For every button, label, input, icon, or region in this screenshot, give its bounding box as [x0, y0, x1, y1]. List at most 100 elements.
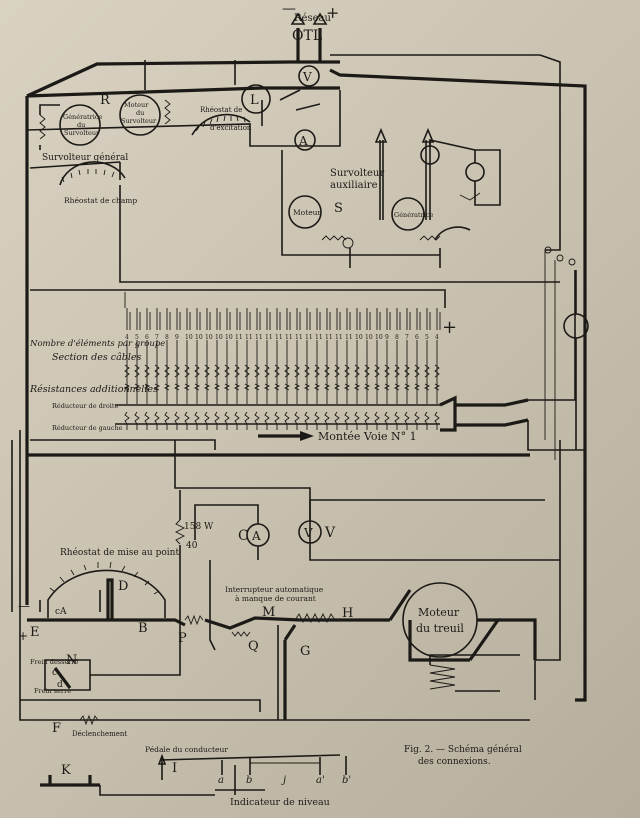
- battery-cell-column: 10: [183, 308, 193, 430]
- minus-left: —: [18, 599, 30, 613]
- letter-h: H: [342, 606, 353, 621]
- letter-b-lower: b: [246, 775, 252, 786]
- meters-top: L V A: [241, 65, 321, 151]
- montee-voie: Montée Voie N° 1: [318, 430, 417, 443]
- setting-rheostat: Rhéostat de mise au point D cA B: [27, 547, 186, 636]
- cell-count: 10: [195, 334, 203, 341]
- battery-cell-column: 10: [373, 308, 383, 430]
- letter-c-small: c: [52, 668, 57, 678]
- battery-plus: +: [442, 317, 457, 338]
- cell-count: 10: [205, 334, 213, 341]
- general-booster: Survolteur général Rhéostat de champ: [29, 152, 137, 205]
- battery-cell-column: 11: [263, 308, 273, 430]
- caption-line1: Fig. 2. — Schéma général: [404, 744, 522, 755]
- letter-ca: cA: [55, 607, 67, 617]
- reseau-plus: +: [326, 3, 339, 22]
- cell-count: 10: [365, 334, 373, 341]
- caption-line2: des connexions.: [418, 757, 491, 767]
- letter-a: A: [298, 134, 308, 148]
- cell-count: 11: [345, 334, 353, 341]
- battery-cell-column: 11: [303, 308, 313, 430]
- generatrice-line1: Génératrice: [63, 113, 102, 121]
- otl-label: OTL: [292, 28, 322, 44]
- battery-cell-column: 11: [283, 308, 293, 430]
- main-frame: [25, 54, 587, 702]
- pedale: Pédale du conducteur: [145, 745, 228, 754]
- letter-c: C: [238, 528, 249, 544]
- battery-cell-column: 9: [383, 308, 391, 430]
- letter-b-prime: b': [342, 775, 351, 786]
- cell-count: 11: [235, 334, 243, 341]
- battery-cell-column: 8: [393, 308, 401, 430]
- plus-left: +: [18, 629, 28, 643]
- section-cables: Section des câbles: [52, 352, 141, 363]
- generatrice-line2: du: [77, 121, 85, 129]
- battery-cell-column: 11: [253, 308, 263, 430]
- cell-count: 6: [415, 334, 419, 341]
- battery-cell-column: 5: [423, 308, 431, 430]
- letter-i: I: [172, 761, 177, 776]
- interrupteur-line1: Interrupteur automatique: [225, 585, 324, 594]
- battery-cell-column: 11: [313, 308, 323, 430]
- nombre-elements: Nombre d'éléments par groupe: [29, 338, 165, 349]
- reducer-rails: [115, 246, 589, 460]
- rheostat-excitation-line1: Rhéostat de: [200, 106, 242, 114]
- battery-cell-column: 10: [213, 308, 223, 430]
- letter-n: N: [66, 653, 77, 668]
- battery-cell-column: 4: [123, 308, 131, 430]
- rheostat-excitation-line2: d'excitation: [210, 124, 252, 132]
- letter-v: V: [302, 70, 312, 84]
- letter-l: L: [250, 93, 259, 108]
- battery-cell-column: 8: [163, 308, 171, 430]
- letter-r: R: [100, 93, 111, 108]
- w158: 158 W: [184, 522, 214, 532]
- meters-bottom: A C V V 158 W 40: [184, 499, 545, 560]
- cell-count: 4: [435, 334, 439, 341]
- letter-a-bottom: A: [251, 529, 261, 543]
- network-feed: — + Réseau OTL: [282, 1, 339, 62]
- reducteur-droite: Réducteur de droite: [52, 402, 118, 410]
- letter-e: E: [30, 625, 40, 640]
- cell-count: 10: [185, 334, 193, 341]
- moteur-serv-line1: Moteur: [124, 101, 149, 109]
- cell-count: 11: [275, 334, 283, 341]
- letter-v-inner: V: [303, 526, 313, 540]
- rheostat-mise: Rhéostat de mise au point: [60, 547, 179, 558]
- moteur-treuil-line2: du treuil: [416, 622, 464, 635]
- battery-cell-column: 11: [233, 308, 243, 430]
- cell-count: 11: [285, 334, 293, 341]
- cell-count: 11: [295, 334, 303, 341]
- letter-m: M: [262, 605, 275, 620]
- cell-count: 11: [265, 334, 273, 341]
- letter-s: S: [334, 201, 343, 216]
- frein-desserre: Frein desserré: [30, 658, 79, 666]
- letter-d: D: [118, 579, 128, 594]
- battery-cell-column: 7: [403, 308, 411, 430]
- cell-count: 7: [405, 334, 409, 341]
- battery-cell-column: 4: [433, 308, 441, 430]
- cell-count: 10: [375, 334, 383, 341]
- letter-a-prime: a': [316, 775, 325, 786]
- battery-cell-column: 11: [273, 308, 283, 430]
- booster-generator: Génératrice du Survolteur: [39, 104, 102, 150]
- pedal-indicator: Pédale du conducteur I a b j a' b' Indic…: [40, 745, 351, 808]
- cell-count: 11: [315, 334, 323, 341]
- generatrice-small: Génératrice: [394, 211, 433, 219]
- frein-serre: Frein serré: [34, 687, 71, 695]
- cell-count: 10: [215, 334, 223, 341]
- cell-count: 11: [255, 334, 263, 341]
- battery-bus: [30, 185, 560, 308]
- cell-count: 11: [245, 334, 253, 341]
- cell-count: 4: [125, 334, 129, 341]
- cell-count: 11: [335, 334, 343, 341]
- cell-count: 6: [145, 334, 149, 341]
- montee-arrow: Montée Voie N° 1: [258, 430, 417, 443]
- battery-cell-column: 11: [343, 308, 353, 430]
- cell-count: 10: [225, 334, 233, 341]
- moteur-treuil-line1: Moteur: [418, 606, 460, 619]
- cell-count: 10: [355, 334, 363, 341]
- battery-cell-column: 11: [323, 308, 333, 430]
- automatic-switch: Interrupteur automatique à manque de cou…: [178, 560, 324, 654]
